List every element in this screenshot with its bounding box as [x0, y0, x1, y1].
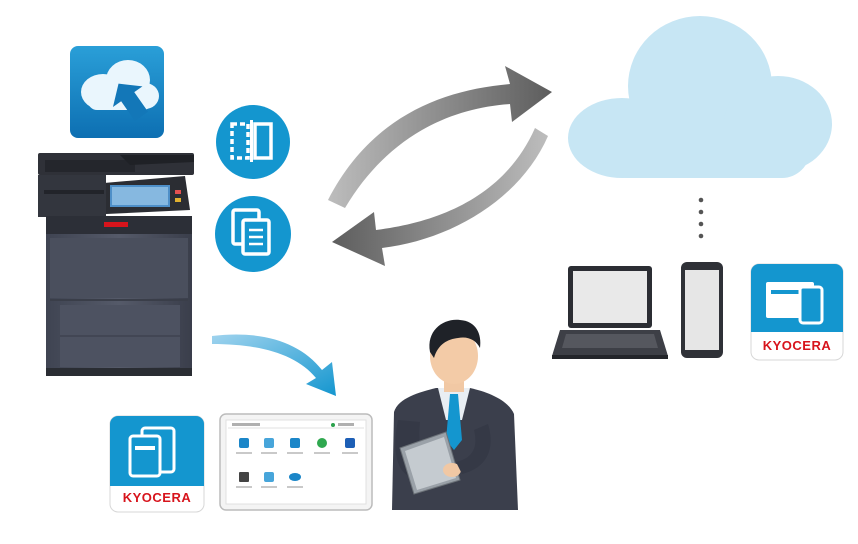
kyocera-logo-left: KYOCERA [123, 490, 192, 505]
copy-documents-icon [215, 196, 291, 272]
tablet [219, 413, 373, 511]
businessman [392, 319, 518, 510]
smartphone [681, 262, 723, 358]
upload-arrow [328, 66, 552, 208]
kyocera-tablet-app-icon: KYOCERA [109, 415, 205, 513]
kyocera-mobile-print-app-icon: KYOCERA [750, 263, 844, 361]
laptop [552, 266, 668, 359]
scan-icon [216, 105, 290, 179]
kyocera-logo-right: KYOCERA [763, 338, 832, 353]
dotted-connector [698, 197, 704, 239]
cloud [568, 16, 832, 178]
printer [38, 153, 194, 376]
download-arrow [332, 128, 548, 266]
cloud-upload-app-icon [70, 46, 164, 138]
deliver-arrow [212, 334, 336, 396]
